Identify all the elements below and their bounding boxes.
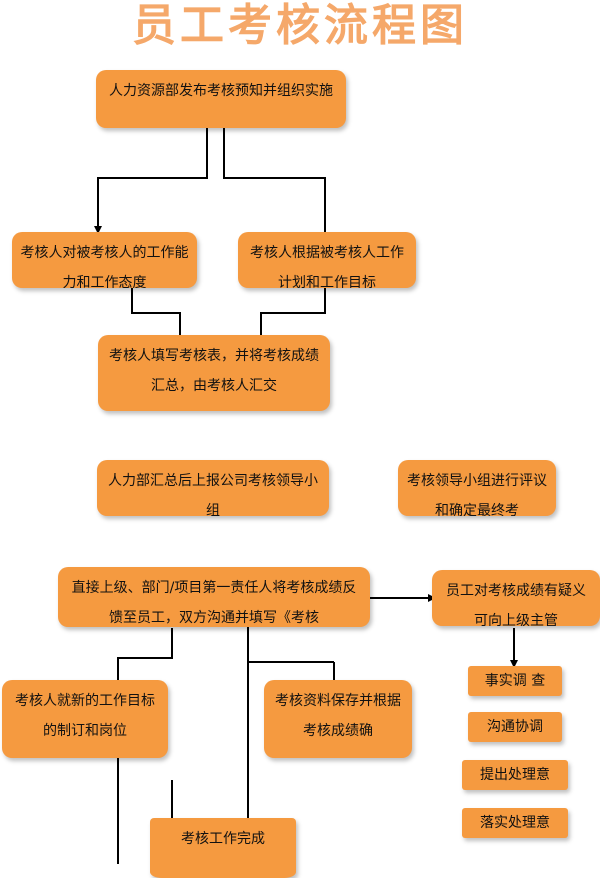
box-implement: 落实处理意 xyxy=(462,808,568,838)
box-evaluate-ability: 考核人对被考核人的工作能力和工作态度 xyxy=(12,232,197,288)
box-appeal: 员工对考核成绩有疑义可向上级主管 xyxy=(432,570,600,626)
box-new-goals: 考核人就新的工作目标的制订和岗位 xyxy=(2,680,168,758)
box-archive: 考核资料保存并根据考核成绩确 xyxy=(264,680,412,758)
arrow-b1-to-b2 xyxy=(94,128,208,234)
box-publish-notice: 人力资源部发布考核预知并组织实施 xyxy=(96,70,346,128)
box-complete: 考核工作完成 xyxy=(150,818,296,878)
box-fill-form: 考核人填写考核表，并将考核成绩汇总，由考核人汇交 xyxy=(98,335,330,411)
box-coordinate: 沟通协调 xyxy=(468,712,562,742)
box-investigate: 事实调 查 xyxy=(468,666,562,696)
box-evaluate-plan: 考核人根据被考核人工作计划和工作目标 xyxy=(238,232,416,288)
box-hr-summary: 人力部汇总后上报公司考核领导小组 xyxy=(97,460,329,516)
box-propose: 提出处理意 xyxy=(462,760,568,790)
box-leader-review: 考核领导小组进行评议和确定最终考 xyxy=(398,460,556,516)
arrow-b3-to-b1 xyxy=(220,104,326,232)
box-feedback: 直接上级、部门/项目第一责任人将考核成绩反馈至员工，双方沟通并填写《考核 xyxy=(58,567,370,627)
line-b7-to-b15-left xyxy=(117,628,173,864)
page-title: 员工考核流程图 xyxy=(132,0,468,51)
